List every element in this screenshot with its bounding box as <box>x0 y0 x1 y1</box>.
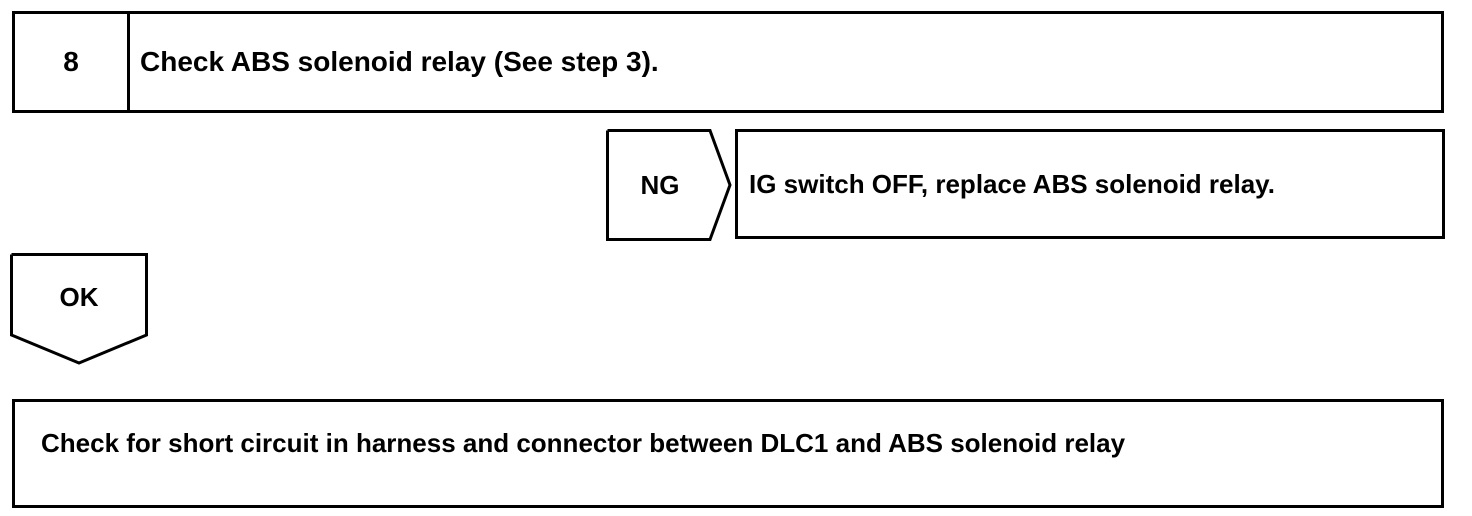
step-header-box: 8 Check ABS solenoid relay (See step 3). <box>12 11 1444 113</box>
ok-arrow-tag <box>10 253 148 365</box>
ng-arrow-tag <box>606 129 732 241</box>
ok-label: OK <box>59 281 99 312</box>
ok-action-box: Check for short circuit in harness and c… <box>12 399 1444 508</box>
ng-action-text: IG switch OFF, replace ABS solenoid rela… <box>749 168 1275 199</box>
step-number: 8 <box>15 14 130 110</box>
ok-action-text: Check for short circuit in harness and c… <box>41 428 1126 458</box>
step-title: Check ABS solenoid relay (See step 3). <box>140 46 659 77</box>
ng-label: NG <box>640 169 680 200</box>
ng-action-box: IG switch OFF, replace ABS solenoid rela… <box>735 129 1445 239</box>
